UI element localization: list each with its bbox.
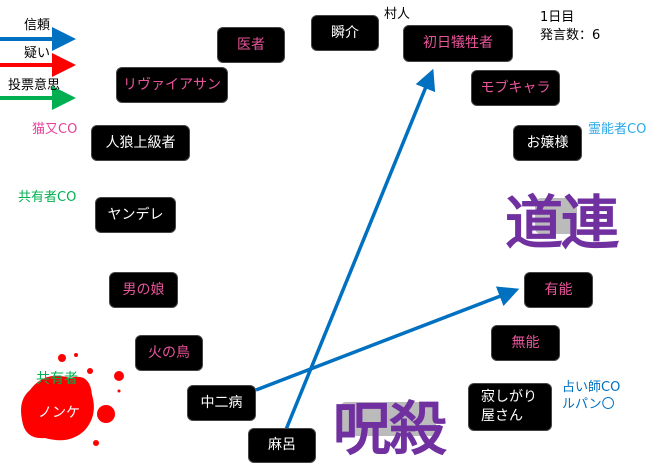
jusatsu-label: 呪殺 bbox=[333, 395, 447, 463]
node-otokonoko[interactable]: 男の娘 bbox=[109, 272, 178, 308]
node-yuunou[interactable]: 有能 bbox=[524, 272, 593, 308]
node-shunsuke[interactable]: 瞬介 bbox=[311, 15, 379, 51]
legend-vote-label: 投票意思 bbox=[8, 78, 61, 93]
reinou-co-annotation: 霊能者CO bbox=[588, 122, 647, 137]
legend-trust-label: 信頼 bbox=[24, 18, 51, 33]
status-info: 1日目 発言数：6 bbox=[540, 9, 600, 45]
kyouyuu-co-annotation: 共有者CO bbox=[18, 190, 77, 205]
murabito-annotation: 村人 bbox=[384, 7, 411, 22]
node-hinotori[interactable]: 火の鳥 bbox=[135, 335, 203, 371]
node-maro[interactable]: 麻呂 bbox=[248, 428, 316, 463]
node-nonke[interactable]: ノンケ bbox=[38, 405, 80, 421]
trust-arrow-chuunibyou-to-yuunou bbox=[255, 286, 520, 392]
michizure-label: 道連 bbox=[505, 189, 619, 257]
node-yandere[interactable]: ヤンデレ bbox=[95, 197, 176, 233]
uranai-co-annotation: 占い師CO bbox=[562, 380, 621, 395]
node-mob[interactable]: モブキャラ bbox=[471, 70, 560, 106]
node-isha[interactable]: 医者 bbox=[217, 27, 285, 63]
node-sabishigari[interactable]: 寂しがり屋さん bbox=[468, 383, 552, 431]
node-munou[interactable]: 無能 bbox=[491, 325, 560, 361]
speech-count: 発言数：6 bbox=[540, 28, 601, 44]
lupin-annotation: ルパン〇 bbox=[562, 397, 615, 412]
day-label: 1日目 bbox=[540, 10, 575, 25]
node-ojousama[interactable]: お嬢様 bbox=[513, 125, 582, 161]
kyouyuu-annotation: 共有者 bbox=[36, 371, 78, 387]
blood-splatter-icon bbox=[21, 353, 124, 446]
node-shonichi[interactable]: 初日犠牲者 bbox=[403, 25, 513, 62]
legend-doubt-label: 疑い bbox=[24, 46, 51, 61]
node-chuunibyou[interactable]: 中二病 bbox=[187, 385, 256, 421]
node-jinrou[interactable]: 人狼上級者 bbox=[91, 125, 190, 161]
nekomata-co-annotation: 猫又CO bbox=[32, 122, 78, 137]
hidden-node bbox=[340, 402, 436, 436]
hidden-node bbox=[535, 198, 577, 234]
trust-arrow-maro-to-shonichi bbox=[283, 68, 436, 433]
node-leviathan[interactable]: リヴァイアサン bbox=[116, 67, 228, 103]
